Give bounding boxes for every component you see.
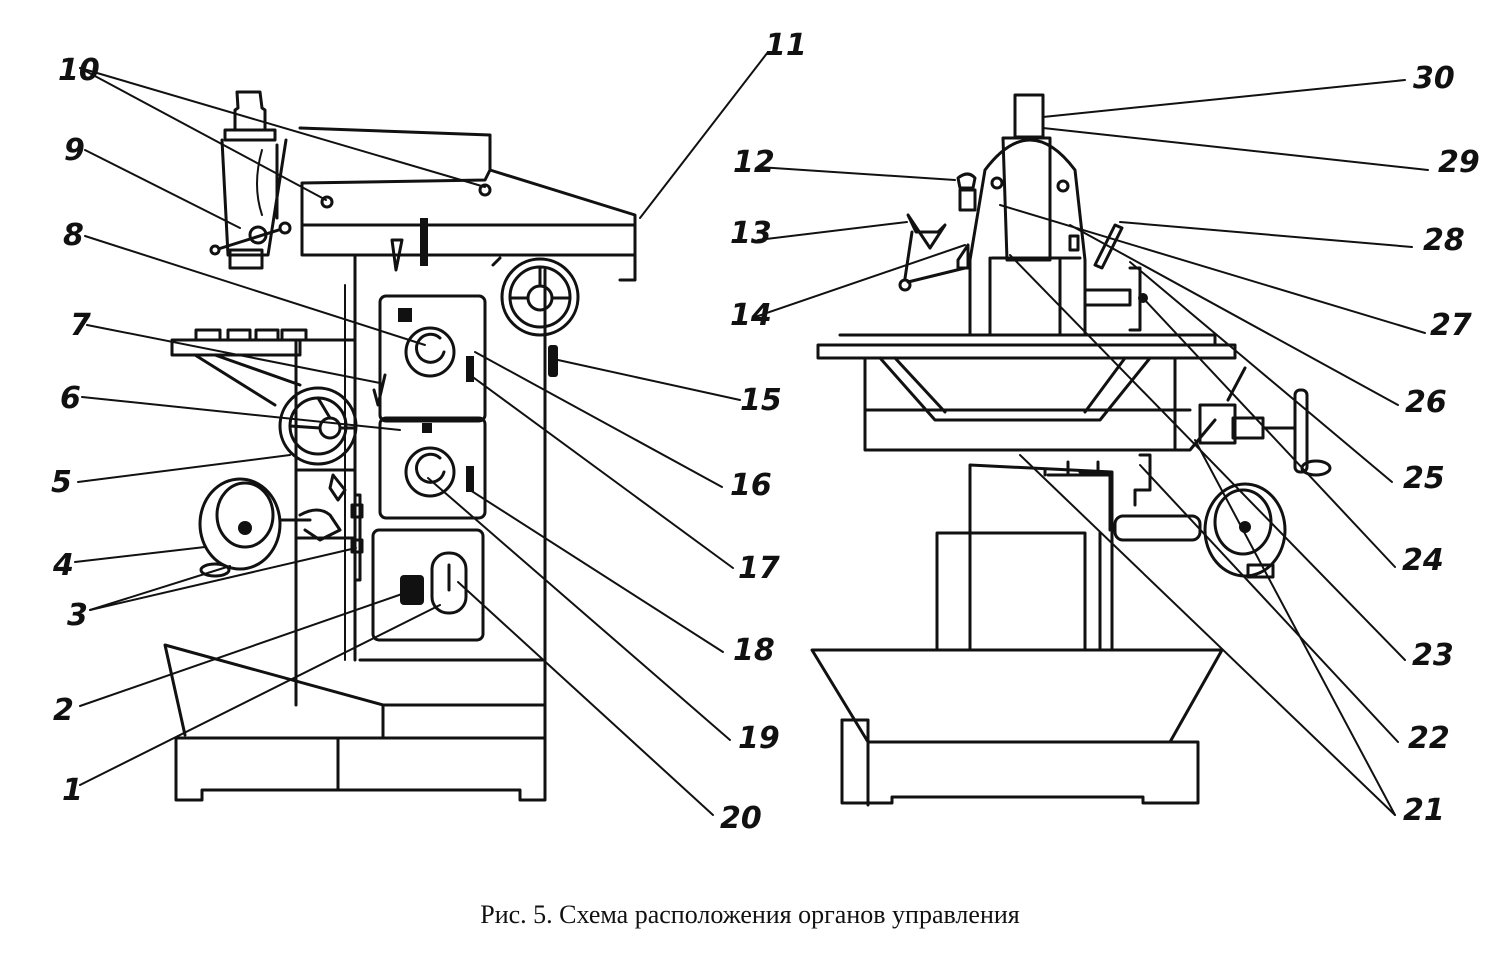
base-front [840,718,1200,807]
callout-17: 17 [738,551,780,586]
selector-switch [400,575,424,605]
callout-1: 1 [62,773,83,808]
knee-front [863,356,1217,452]
leader-10a [79,67,327,201]
middle-gearbox-panel [378,416,487,520]
machine-front-view [810,93,1332,807]
callout-labels: 1 2 3 4 5 6 7 8 9 10 11 12 13 14 15 16 1… [51,28,1480,836]
head-housing-front [968,138,1087,337]
vertical-head-front [1001,136,1052,262]
leader-3a [89,565,231,611]
callout-22: 22 [1408,721,1450,756]
leader-29 [1042,127,1429,171]
leader-16 [474,351,723,488]
callout-16: 16 [730,468,772,503]
callout-5: 5 [51,465,72,500]
callout-24: 24 [1402,543,1444,578]
leader-27 [999,204,1426,334]
electrical-panel [371,528,485,642]
callout-29: 29 [1438,145,1480,180]
chip-tray-side [163,643,385,740]
callout-7: 7 [70,308,91,343]
leader-25 [1129,261,1393,483]
leader-11 [639,51,769,219]
overarm-side [298,126,637,282]
leader-5 [77,454,291,483]
callout-15: 15 [740,383,782,418]
callout-20: 20 [720,801,762,836]
callout-11: 11 [765,28,807,63]
coolant-tap [956,172,977,212]
leader-28 [1119,221,1413,248]
callout-28: 28 [1423,223,1465,258]
feed-lever [328,473,347,502]
leader-8 [84,235,426,346]
column-front [935,463,1114,652]
work-lamp [898,213,967,292]
feed-speed-dial [404,446,456,498]
leader-14 [754,244,966,318]
cross-feed-handwheel [278,386,358,466]
leader-3b [89,547,357,611]
leader-18 [469,489,724,653]
callout-12: 12 [733,145,775,180]
leader-20 [457,581,714,816]
leader-26 [1069,224,1399,406]
leader-4 [74,546,206,563]
callout-18: 18 [733,633,775,668]
callout-19: 19 [738,721,780,756]
leader-10b [79,67,486,188]
work-table-side [170,338,302,357]
leader-12 [757,166,956,181]
callout-14: 14 [730,298,772,333]
leader-23 [1009,254,1406,661]
vertical-head-side [209,90,292,270]
callout-27: 27 [1430,308,1472,343]
callout-9: 9 [64,133,85,168]
table-clamp-lever [353,493,362,582]
longitudinal-handwheel [500,257,580,377]
coolant-tray-front [810,648,1224,744]
work-table-front [816,333,1237,360]
leader-6 [81,396,401,431]
leader-19 [427,477,731,741]
callout-2: 2 [53,693,74,728]
leader-9 [84,149,241,229]
leader-21b [1194,439,1396,816]
callout-26: 26 [1405,385,1447,420]
knee-side [294,338,357,707]
spindle-top-front [1013,93,1045,139]
leader-22 [1139,464,1399,743]
start-stop-switch [430,551,468,615]
quill-feed-front [1083,266,1142,332]
callout-10: 10 [58,53,100,88]
table-handwheel-front [1198,366,1332,477]
vertical-feed-handwheel [198,477,342,578]
lower-block-side [358,658,547,740]
leader-2 [79,593,403,707]
callout-30: 30 [1413,61,1455,96]
leader-lines [74,51,1429,816]
callout-23: 23 [1412,638,1454,673]
figure-caption: Рис. 5. Схема расположения органов управ… [480,900,1020,929]
callout-6: 6 [60,381,81,416]
spindle-speed-dial [404,326,456,378]
callout-21: 21 [1403,793,1445,828]
machine-base-side [174,736,547,802]
leader-30 [1042,79,1406,118]
leader-17 [469,374,734,569]
machine-side-view [163,90,637,802]
callout-3: 3 [67,598,88,633]
leader-7 [86,324,381,384]
leader-21a [1019,454,1396,816]
leader-24 [1142,297,1396,568]
callout-13: 13 [730,216,772,251]
callout-25: 25 [1403,461,1445,496]
callout-4: 4 [52,548,74,583]
leader-1 [79,604,441,786]
callout-8: 8 [63,218,84,253]
leader-13 [757,221,908,241]
leader-15 [557,359,741,401]
